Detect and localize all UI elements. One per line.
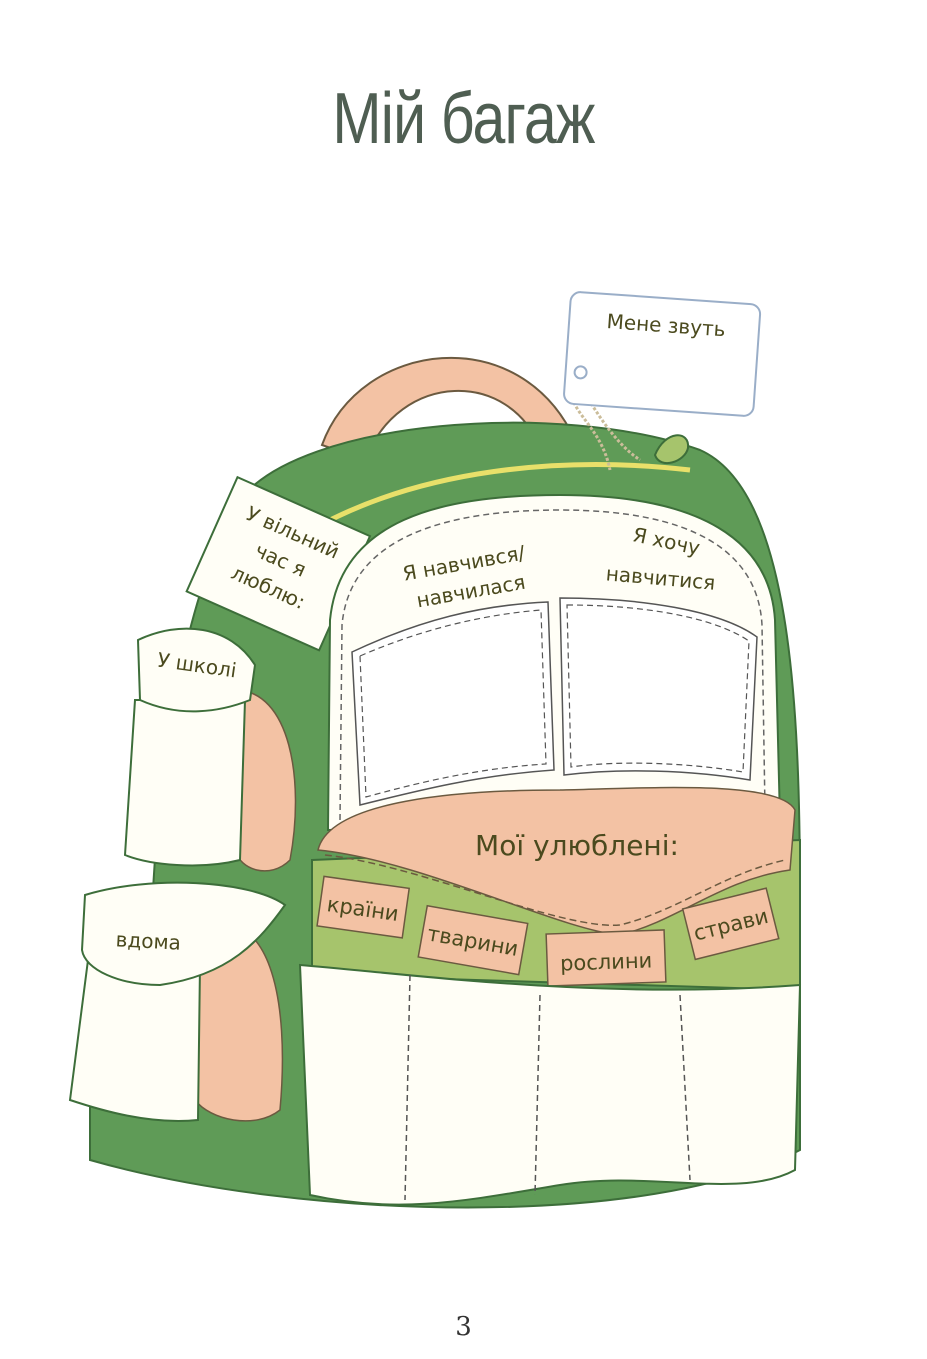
favorites-heading: Мої улюблені: (475, 829, 679, 862)
page-number: 3 (455, 1312, 472, 1342)
home-label: вдома (115, 927, 181, 954)
zipper (313, 462, 691, 531)
category-countries[interactable]: країни (316, 875, 411, 939)
category-dishes[interactable]: страви (681, 887, 780, 961)
zipper-pull-icon (653, 434, 690, 465)
favorites-flap (317, 786, 796, 936)
name-tag[interactable]: Мене звуть (563, 291, 762, 417)
school-flap[interactable] (136, 627, 257, 713)
svg-text:рослини: рослини (560, 948, 653, 975)
category-plants[interactable]: рослини (545, 929, 667, 987)
free-time-tag: У вільний час я люблю: (185, 475, 372, 652)
home-flap[interactable] (80, 881, 287, 987)
page-title: Мій багаж (332, 79, 595, 159)
category-animals[interactable]: тварини (417, 904, 529, 976)
learned-box[interactable] (351, 601, 555, 806)
bottom-pockets[interactable] (298, 963, 802, 1206)
want-box[interactable] (559, 597, 758, 781)
